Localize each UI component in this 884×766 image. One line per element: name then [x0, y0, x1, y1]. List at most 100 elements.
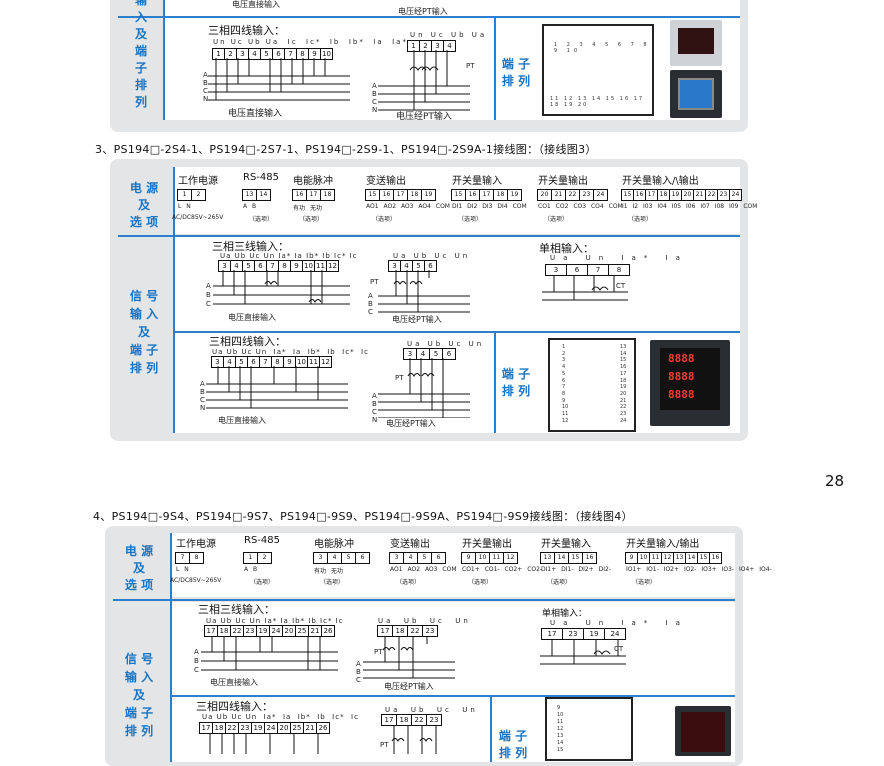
- column-sub-labels: IO1+ IO1- IO2+ IO2- IO3+ IO3- IO4+ IO4-: [626, 566, 772, 573]
- column-title: RS-485: [243, 172, 279, 183]
- s3-pt-label: PT: [370, 278, 379, 286]
- s4-four-terms: Ua Ub Uc Un Ia* Ia Ib* Ib Ic* Ic: [202, 713, 359, 721]
- sub-label: DI2+: [578, 566, 594, 573]
- terminal-number: 18: [396, 714, 412, 726]
- s3-pt4-wire-diagram: [378, 358, 470, 418]
- terminal-number: 11: [649, 552, 662, 564]
- sub-label: CO4: [590, 203, 604, 210]
- sub-label: AO1: [366, 203, 379, 210]
- s4-ct-label: CT: [614, 645, 624, 653]
- sub-label: AO3: [424, 566, 438, 573]
- terminal-number: 19: [507, 189, 522, 201]
- s4-pt4-label: PT: [380, 741, 389, 749]
- terminal-number: 8: [189, 552, 204, 564]
- column-title: 开关量输入/输出: [626, 539, 700, 550]
- sub-label: CO1+: [462, 566, 480, 573]
- terminal-number: 23: [243, 625, 257, 637]
- s3-pt-terms: Ua Ub Uc Un: [393, 252, 471, 260]
- s3-pt4-terms: Ua Ub Uc Un: [407, 340, 485, 348]
- s3-pt4-caption: 电压经PT输入: [386, 419, 436, 428]
- s3-display-row1: 8888: [668, 352, 695, 365]
- terminal-number: 17: [541, 628, 563, 640]
- terminal-number: 9: [461, 552, 476, 564]
- s4-vdivider: [170, 533, 172, 762]
- sub-label: COM: [608, 203, 623, 210]
- section2-divider: [118, 16, 740, 18]
- terminal-number: 6: [355, 552, 370, 564]
- section2-vdivider: [163, 0, 165, 120]
- s3-power-label: 电 源 及 选 项: [129, 181, 159, 229]
- terminal-number: 24: [729, 189, 742, 201]
- s3-display-row2: 8888: [668, 370, 695, 383]
- terminal-number: 10: [475, 552, 490, 564]
- terminal-number: 5: [242, 260, 255, 272]
- column-sub-labels: DI1 DI2 DI3 DI4 COM: [452, 203, 527, 210]
- s4-pt-terms: Ua Ub Uc Un: [378, 617, 471, 625]
- terminal-number: 10: [295, 356, 308, 368]
- s4-three-wire-diagram: [201, 636, 338, 671]
- s3-single-terms: Ua Un Ia* Ia: [550, 254, 688, 262]
- s3-pt-wire-diagram: [378, 270, 470, 313]
- sub-label: N: [184, 566, 189, 573]
- terminal-number: 21: [551, 189, 566, 201]
- s3-single-title: 单相输入：: [539, 242, 594, 255]
- terminal-number: 10: [320, 48, 333, 60]
- terminal-number: 11: [307, 356, 320, 368]
- column-title: 变送输出: [366, 176, 406, 187]
- s3-signal-label: 信 号 输 入 及 端 子 排 列: [129, 289, 159, 375]
- terminal-number: 18: [493, 189, 508, 201]
- sub-label: I06: [686, 203, 696, 210]
- sub-label: COM: [442, 566, 457, 573]
- s2-meter-photo-led: [670, 20, 722, 66]
- s4-heading: 4、PS194□-9S4、PS194□-9S7、PS194□-9S9、PS194…: [93, 510, 633, 523]
- s4-single-title: 单相输入：: [542, 609, 588, 619]
- sub-label: A: [244, 566, 249, 573]
- s3-display-row3: 8888: [668, 388, 695, 401]
- s3-four-caption: 电压直接输入: [218, 416, 266, 425]
- sub-label: I03: [643, 203, 653, 210]
- s3-single-wire-diagram: [542, 276, 628, 301]
- column-title: 开关量输入: [452, 176, 502, 187]
- s4-divider1: [113, 599, 735, 601]
- sub-label: 有功: [314, 568, 327, 575]
- terminal-number: 1: [243, 552, 258, 564]
- s4-three-caption: 电压直接输入: [210, 678, 258, 687]
- terminal-number: 6: [424, 260, 437, 272]
- sub-label: I07: [700, 203, 710, 210]
- sub-label: L: [176, 566, 180, 573]
- s2-four-wire-diagram: [208, 58, 350, 101]
- sub-label: IO1+: [626, 566, 642, 573]
- terminal-number: 23: [422, 625, 438, 637]
- s2-pt-terms: Un Uc Ub Ua: [410, 31, 488, 39]
- sub-label: IO3+: [701, 566, 717, 573]
- column-sub-labels: AO1 AO2 AO3 COM: [390, 566, 457, 573]
- s2-pt-wire-diagram: [378, 50, 470, 111]
- column-note: （选项）: [632, 579, 657, 586]
- s3-vdivider-terminal: [494, 331, 496, 433]
- terminal-number: 24: [604, 628, 626, 640]
- s4-divider2: [172, 695, 735, 697]
- column-note: （选项）: [396, 579, 421, 586]
- terminal-number: 2: [224, 48, 237, 60]
- column-sub-labels: L N: [178, 203, 191, 210]
- column-sub-labels: A B: [244, 566, 257, 573]
- column-note: AC/DC85V~265V: [172, 214, 224, 221]
- sub-label: CO2-: [527, 566, 543, 573]
- terminal-number: 14: [554, 552, 569, 564]
- s4-single-terms: Ua Un Ia* Ia: [550, 619, 688, 627]
- terminal-number: 19: [583, 628, 605, 640]
- column-note: （选项）: [544, 216, 569, 223]
- terminal-number: 2: [257, 552, 272, 564]
- sub-label: AO1: [390, 566, 403, 573]
- sub-label: DI1-: [561, 566, 574, 573]
- sub-label: AO4: [418, 203, 431, 210]
